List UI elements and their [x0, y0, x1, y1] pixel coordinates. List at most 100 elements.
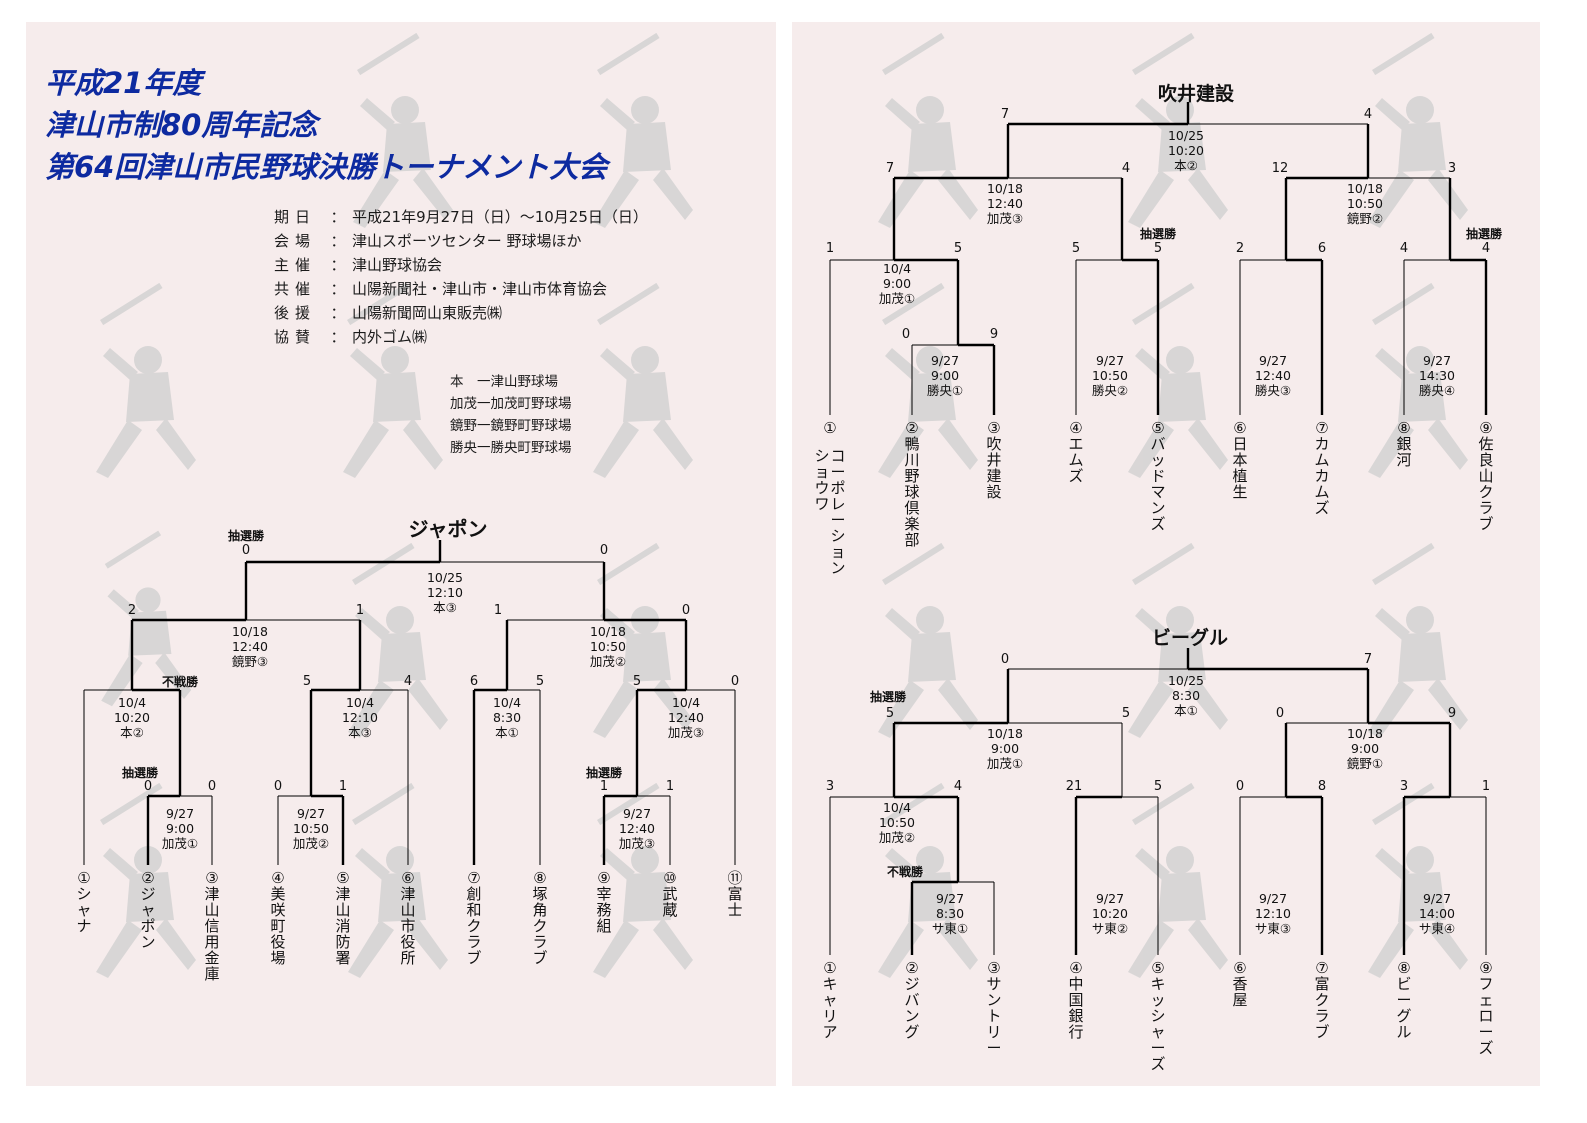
team-char: 金 — [204, 949, 219, 967]
team-char: ー — [830, 511, 845, 529]
batter-figure — [348, 542, 448, 738]
match-venue: 鏡野② — [1347, 211, 1383, 226]
team-char: ア — [822, 1023, 837, 1041]
team-char: エ — [1068, 435, 1083, 453]
batter-head — [135, 587, 161, 613]
match-time: 8:30 — [936, 906, 964, 921]
team-char: 創 — [466, 885, 481, 903]
bat — [597, 32, 660, 76]
team-char: キ — [822, 975, 837, 993]
team-char: ⑥ — [1233, 419, 1246, 437]
info-row-support: 後援：山陽新聞岡山東販売㈱ — [274, 304, 503, 322]
score: 8 — [1318, 779, 1326, 794]
team-char: ⑥ — [401, 869, 414, 887]
score: 7 — [1364, 652, 1372, 667]
team-char: 山 — [400, 901, 415, 919]
batter-arm — [103, 848, 138, 880]
batter-leg — [878, 680, 924, 738]
batter-leg — [155, 652, 192, 699]
team-char: ③ — [205, 869, 218, 887]
match-venue: 加茂② — [590, 654, 626, 669]
match-venue: 本① — [1174, 703, 1198, 718]
match-date: 9/27 — [166, 806, 194, 821]
batter-figure — [1368, 32, 1468, 228]
team-char: ⑤ — [1151, 959, 1164, 977]
team-char: ④ — [271, 869, 284, 887]
batter-figure — [96, 282, 196, 478]
match-time: 9:00 — [931, 368, 959, 383]
bat — [352, 542, 415, 586]
team-char: ウ — [814, 479, 829, 497]
batter-arm — [1135, 348, 1170, 380]
match-venue: 本① — [495, 725, 519, 740]
bat — [104, 530, 162, 569]
batter-body — [623, 872, 671, 922]
team-char: ④ — [1069, 959, 1082, 977]
team-char: ン — [830, 559, 845, 577]
score: 2 — [128, 603, 136, 618]
batter-leg — [653, 168, 693, 220]
batter-leg — [413, 168, 453, 220]
info-label: 後援 — [274, 304, 317, 322]
team-name: ⑥香屋 — [1232, 959, 1247, 1009]
match-date: 10/4 — [493, 695, 521, 710]
match-venue: 鏡野③ — [232, 654, 268, 669]
bat — [1132, 282, 1195, 326]
score: 5 — [633, 674, 641, 689]
venue-legend-line: 本 一津山野球場 — [450, 374, 558, 390]
batter-leg — [1128, 680, 1174, 738]
team-char: ⑦ — [1315, 419, 1328, 437]
batter-leg — [1188, 168, 1228, 220]
team-char: 本 — [1232, 451, 1247, 469]
match-date: 10/18 — [1347, 726, 1383, 741]
match-venue: サ東② — [1092, 921, 1128, 936]
match-venue: 本③ — [348, 725, 372, 740]
bat — [882, 782, 945, 826]
batter-figure — [593, 32, 693, 228]
team-char: バ — [904, 991, 919, 1009]
batter-body — [373, 372, 421, 422]
match-date: 9/27 — [1423, 891, 1451, 906]
match-date: 10/4 — [346, 695, 374, 710]
info-row-venue: 会場：津山スポーツセンター 野球場ほか — [274, 232, 582, 250]
batter-figure — [1128, 782, 1228, 978]
score: 5 — [303, 674, 311, 689]
batter-figure — [1368, 282, 1468, 478]
match-venue: 加茂① — [879, 291, 915, 306]
team-char: ジ — [140, 885, 155, 903]
team-char: ロ — [1478, 1007, 1493, 1025]
team-char: キ — [1150, 975, 1165, 993]
team-char: ン — [140, 933, 155, 951]
team-char: リ — [986, 1023, 1001, 1041]
batter-leg — [408, 678, 448, 730]
team-char: 井 — [986, 451, 1001, 469]
score: 9 — [990, 327, 998, 342]
score: 5 — [536, 674, 544, 689]
batter-arm — [1375, 848, 1410, 880]
team-char: ン — [904, 1007, 919, 1025]
batter-figure — [348, 782, 448, 978]
match-venue: サ東④ — [1419, 921, 1455, 936]
match-time: 9:00 — [1351, 741, 1379, 756]
match-venue: 加茂③ — [987, 211, 1023, 226]
bat — [357, 32, 420, 76]
team-char: ワ — [814, 495, 829, 513]
team-char: 市 — [400, 917, 415, 935]
match-date: 9/27 — [1096, 353, 1124, 368]
score: 1 — [494, 603, 502, 618]
batter-figure — [878, 32, 978, 228]
match-date: 10/18 — [987, 181, 1023, 196]
score: 4 — [1482, 241, 1490, 256]
score: 7 — [1001, 107, 1009, 122]
team-char: ブ — [466, 949, 481, 967]
batter-arm — [360, 98, 395, 130]
batter-head — [631, 96, 659, 124]
